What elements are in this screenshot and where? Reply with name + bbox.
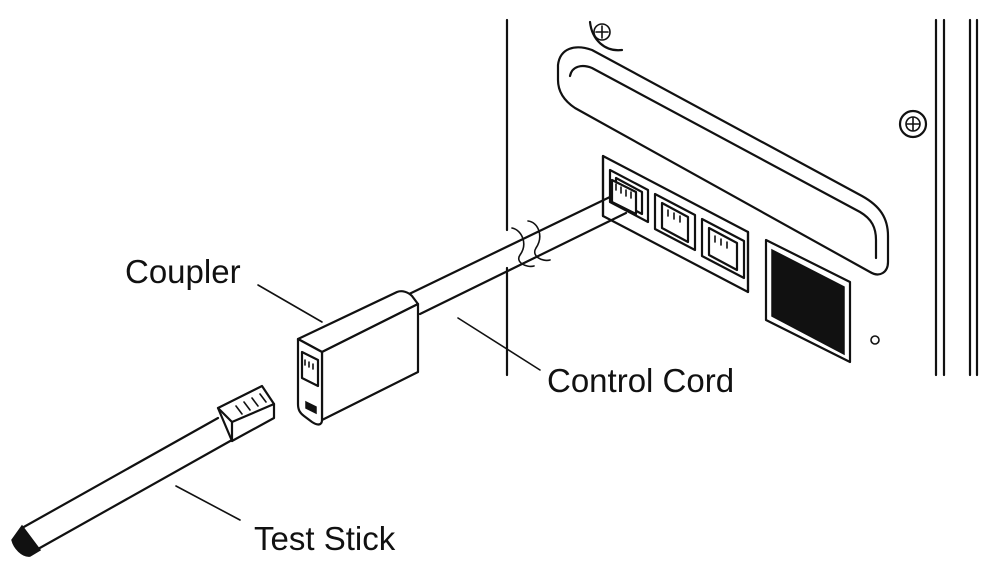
indicator-hole (870, 335, 880, 345)
equipment-housing (505, 18, 979, 377)
control-cord-label: Control Cord (547, 362, 735, 399)
test-stick-leader-line (175, 485, 241, 521)
test-stick-label: Test Stick (254, 520, 396, 557)
coupler-leader-line (257, 284, 323, 323)
control-cord-leader-line (457, 317, 541, 371)
rj-jack-3 (700, 217, 746, 280)
square-window (764, 238, 852, 364)
panel-screw-top (588, 20, 624, 52)
coupler (296, 290, 420, 426)
panel-screw-right (898, 109, 928, 139)
port-hood (556, 46, 890, 276)
test-stick (11, 384, 276, 557)
coupler-label: Coupler (125, 253, 241, 290)
rj-jack-2 (653, 192, 697, 252)
control-cord (403, 178, 638, 316)
